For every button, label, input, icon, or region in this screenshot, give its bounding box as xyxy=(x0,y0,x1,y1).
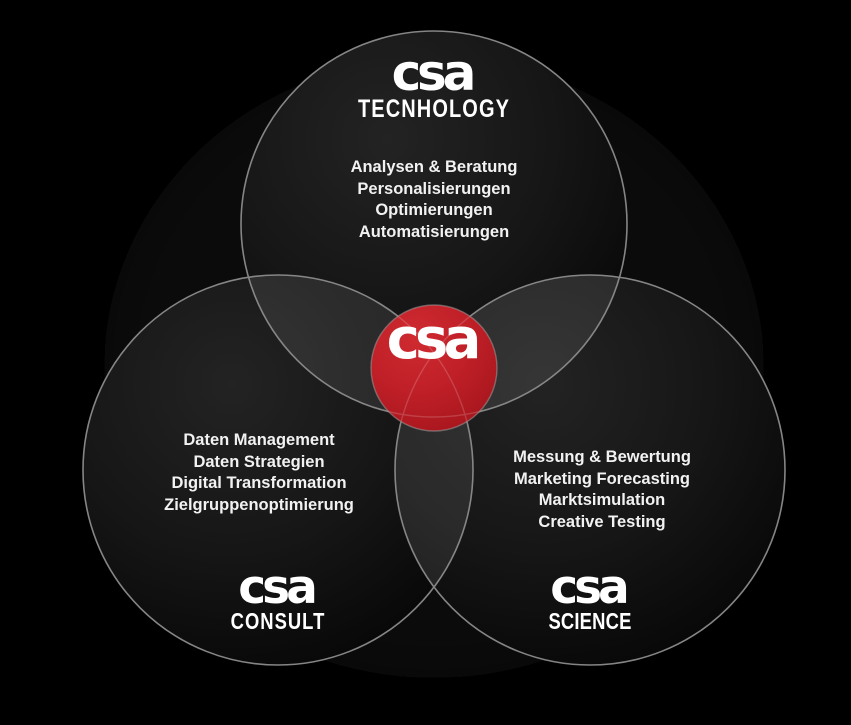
logo-center-word: csa xyxy=(386,307,482,372)
service-item: Analysen & Beratung xyxy=(350,158,518,176)
service-item: Marketing Forecasting xyxy=(513,469,691,488)
services-science: Messung & Bewertung Marketing Forecastin… xyxy=(513,447,691,533)
service-item: Optimierungen xyxy=(375,201,493,220)
logo-consult-word: csa xyxy=(238,560,318,615)
logo-science[interactable]: csa SCIENCE xyxy=(538,560,642,635)
service-item: Automatisierungen xyxy=(358,222,510,241)
service-item: Personalisierungen xyxy=(357,179,511,198)
logo-consult[interactable]: csa CONSULT xyxy=(219,560,337,635)
service-item: Digital Transformation xyxy=(171,474,347,493)
service-item: Zielgruppenoptimierung xyxy=(164,495,354,514)
logo-technology-sub: TECNHOLOGY xyxy=(357,95,511,123)
service-item: Daten Management xyxy=(183,431,335,449)
logo-technology[interactable]: csa TECNHOLOGY xyxy=(339,44,529,123)
logo-center[interactable]: csa xyxy=(386,307,482,372)
logo-science-word: csa xyxy=(550,560,630,615)
service-item: Messung & Bewertung xyxy=(513,448,691,466)
service-item: Marktsimulation xyxy=(538,491,666,510)
services-consult: Daten Management Daten Strategien Digita… xyxy=(164,430,354,516)
service-item: Daten Strategien xyxy=(193,452,325,471)
center-red-disc xyxy=(370,304,498,432)
services-technology: Analysen & Beratung Personalisierungen O… xyxy=(351,157,518,243)
service-item: Creative Testing xyxy=(538,512,666,531)
logo-science-sub: SCIENCE xyxy=(548,608,632,635)
logo-consult-sub: CONSULT xyxy=(230,608,326,635)
logo-technology-word: csa xyxy=(391,44,477,102)
